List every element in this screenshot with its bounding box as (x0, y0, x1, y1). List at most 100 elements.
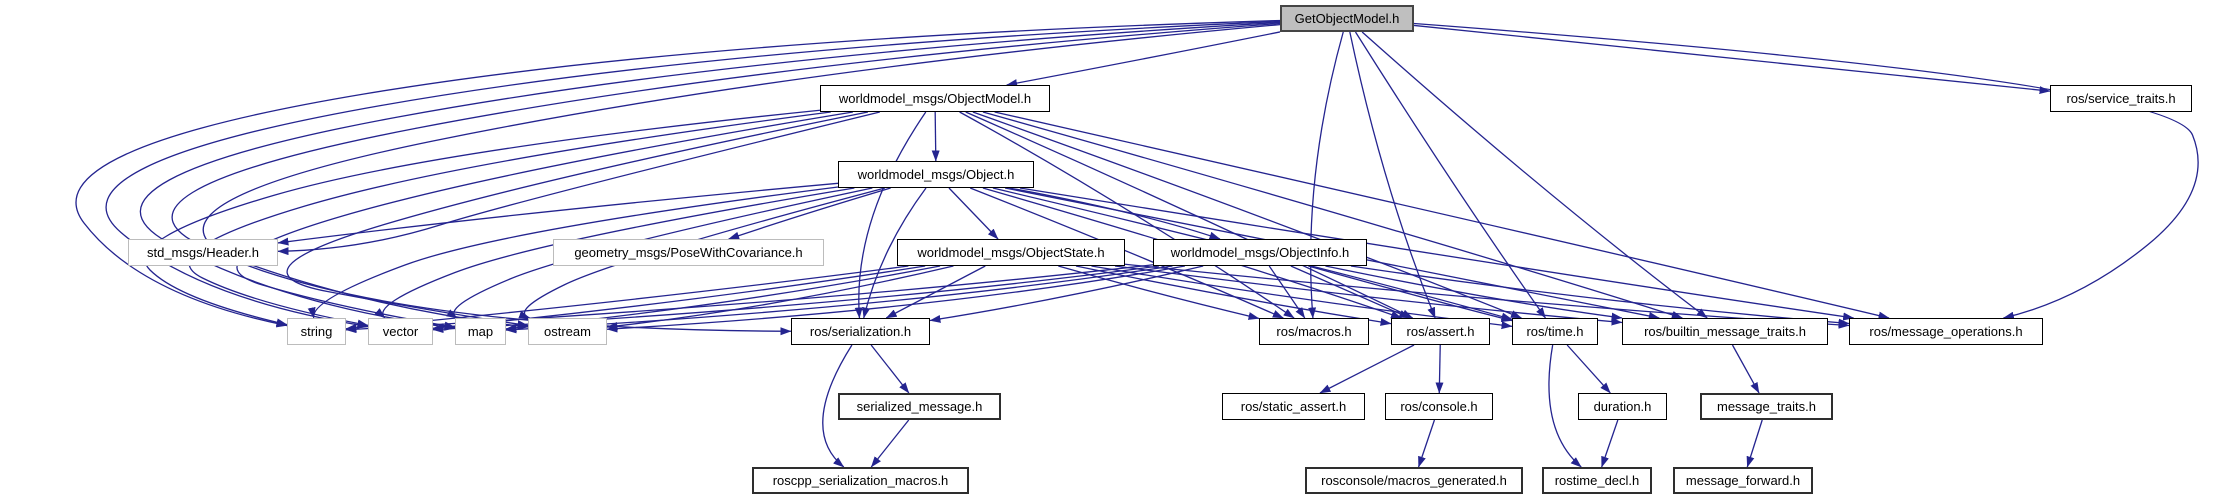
graph-node-label: rosconsole/macros_generated.h (1321, 473, 1507, 488)
edge-objectmodel-map (236, 111, 853, 330)
graph-node-console[interactable]: ros/console.h (1385, 393, 1493, 420)
edge-object-header (277, 182, 839, 246)
graph-node-label: vector (382, 324, 419, 339)
edge-msgtraits-msgforward (1746, 419, 1763, 468)
edge-objectmodel-string (144, 109, 821, 327)
edge-duration-rostimedecl (1601, 419, 1619, 468)
graph-node-label: worldmodel_msgs/ObjectInfo.h (1170, 245, 1350, 260)
edge-object-objectstate (948, 187, 999, 240)
graph-node-label: ros/message_operations.h (1869, 324, 2023, 339)
edge-time-duration (1566, 344, 1611, 394)
graph-node-serialization[interactable]: ros/serialization.h (791, 318, 930, 345)
graph-node-label: std_msgs/Header.h (146, 245, 259, 260)
graph-node-duration[interactable]: duration.h (1578, 393, 1667, 420)
graph-node-header: std_msgs/Header.h (128, 239, 278, 266)
graph-node-label: map (467, 324, 494, 339)
edge-objectmodel-assert (965, 111, 1414, 319)
edge-object-ostream (518, 187, 886, 319)
graph-node-msgops[interactable]: ros/message_operations.h (1849, 318, 2043, 345)
graph-node-msgtraits[interactable]: message_traits.h (1700, 393, 1833, 420)
graph-node-label: worldmodel_msgs/ObjectModel.h (838, 91, 1032, 106)
edge-root-serialization (202, 23, 1281, 336)
edge-root-vector (105, 20, 1281, 329)
edge-serialization-roscppser (822, 344, 853, 468)
edge-root-macros (1308, 31, 1344, 319)
graph-node-label: duration.h (1593, 399, 1652, 414)
graph-node-label: string (300, 324, 333, 339)
graph-node-label: worldmodel_msgs/Object.h (857, 167, 1015, 182)
graph-node-assert[interactable]: ros/assert.h (1391, 318, 1490, 345)
graph-node-ostream: ostream (528, 318, 607, 345)
graph-node-label: worldmodel_msgs/ObjectState.h (917, 245, 1105, 260)
graph-node-label: rostime_decl.h (1554, 473, 1640, 488)
edge-root-objectmodel (1006, 31, 1281, 87)
edge-root-assert (1349, 31, 1436, 319)
graph-node-posewithcov: geometry_msgs/PoseWithCovariance.h (553, 239, 824, 266)
graph-node-label: ros/console.h (1400, 399, 1478, 414)
edge-objectmodel-msgops (994, 111, 1890, 320)
graph-node-vector: vector (368, 318, 433, 345)
graph-node-macros[interactable]: ros/macros.h (1259, 318, 1369, 345)
graph-node-label: ros/macros.h (1276, 324, 1352, 339)
graph-node-label: geometry_msgs/PoseWithCovariance.h (574, 245, 803, 260)
graph-node-msgforward[interactable]: message_forward.h (1673, 467, 1813, 494)
edge-serializedmsg-roscppser (870, 419, 910, 468)
edge-object-map (446, 187, 873, 319)
edge-builtin-msgtraits (1731, 344, 1760, 394)
edge-objectmodel-serialization (854, 111, 927, 319)
edge-objectmodel-object (931, 111, 940, 162)
graph-node-label: GetObjectModel.h (1294, 11, 1400, 26)
edge-assert-staticassert (1319, 344, 1415, 394)
graph-node-rosconsolemacros[interactable]: rosconsole/macros_generated.h (1305, 467, 1523, 494)
edge-objectinfo-msgops (1350, 265, 1850, 327)
edge-serialization-serializedmsg (870, 344, 910, 394)
graph-node-time[interactable]: ros/time.h (1512, 318, 1598, 345)
graph-node-objectstate[interactable]: worldmodel_msgs/ObjectState.h (897, 239, 1125, 266)
edge-root-time (1354, 31, 1546, 319)
edge-root-builtin (1361, 31, 1708, 319)
graph-node-label: serialized_message.h (856, 399, 983, 414)
graph-node-label: ros/static_assert.h (1240, 399, 1347, 414)
graph-node-rostimedecl[interactable]: rostime_decl.h (1542, 467, 1652, 494)
edge-objectstate-builtin (1114, 265, 1623, 326)
graph-node-object[interactable]: worldmodel_msgs/Object.h (838, 161, 1034, 188)
graph-node-root: GetObjectModel.h (1280, 5, 1414, 32)
graph-node-label: message_forward.h (1685, 473, 1801, 488)
graph-node-string: string (287, 318, 346, 345)
graph-node-staticassert[interactable]: ros/static_assert.h (1222, 393, 1365, 420)
edge-root-map (139, 21, 1281, 331)
graph-node-builtin[interactable]: ros/builtin_message_traits.h (1622, 318, 1828, 345)
graph-node-label: ros/serialization.h (809, 324, 912, 339)
edge-objectinfo-macros (1268, 265, 1306, 319)
edge-assert-console (1435, 344, 1444, 394)
edge-objectstate-ostream (606, 265, 954, 330)
graph-node-objectinfo[interactable]: worldmodel_msgs/ObjectInfo.h (1153, 239, 1367, 266)
graph-node-roscppser[interactable]: roscpp_serialization_macros.h (752, 467, 969, 494)
graph-node-servicetraits[interactable]: ros/service_traits.h (2050, 85, 2192, 112)
graph-node-objectmodel[interactable]: worldmodel_msgs/ObjectModel.h (820, 85, 1050, 112)
edge-objectinfo-ostream (606, 265, 1185, 333)
edge-console-rosconsolemacros (1417, 419, 1436, 468)
edge-objectmodel-header (277, 111, 880, 256)
edge-object-posewithcov (728, 187, 891, 240)
edge-object-msgops (1019, 187, 1855, 321)
edge-objectinfo-serialization (929, 265, 1204, 323)
graph-node-serializedmsg[interactable]: serialized_message.h (838, 393, 1001, 420)
edge-object-string (307, 186, 839, 319)
graph-node-map: map (455, 318, 506, 345)
edge-root-string (75, 19, 1281, 328)
edge-root-msgops (1413, 22, 2199, 320)
graph-node-label: ostream (544, 324, 591, 339)
edge-objectmodel-ostream (286, 111, 869, 329)
graph-node-label: roscpp_serialization_macros.h (772, 473, 949, 488)
edge-objectstate-msgops (1124, 263, 1850, 329)
edge-root-servicetraits (1413, 24, 2051, 95)
edge-object-macros (969, 187, 1284, 319)
graph-node-label: ros/builtin_message_traits.h (1644, 324, 1806, 339)
edge-objectinfo-builtin (1325, 265, 1623, 321)
graph-node-label: message_traits.h (1717, 399, 1816, 414)
graph-node-label: ros/time.h (1526, 324, 1584, 339)
edge-object-vector (374, 187, 855, 319)
graph-node-label: ros/assert.h (1406, 324, 1475, 339)
